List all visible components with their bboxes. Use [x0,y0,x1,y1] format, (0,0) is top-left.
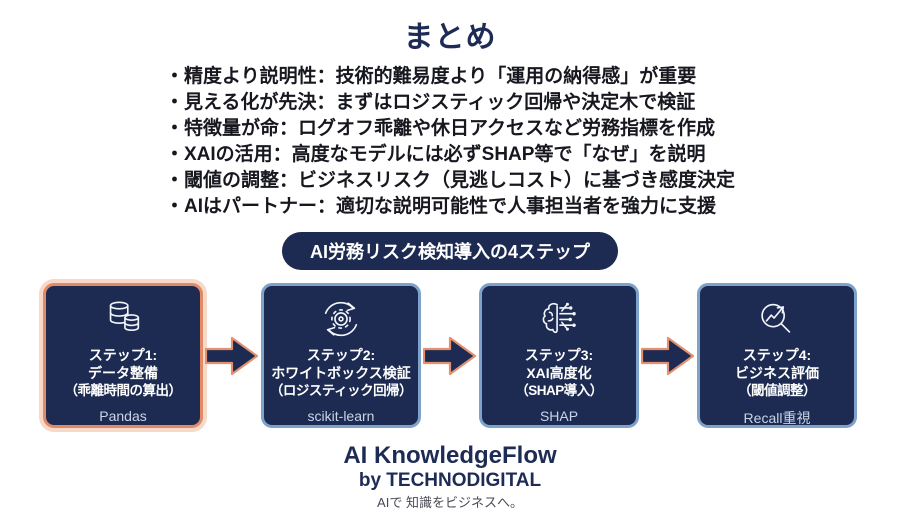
magnifier-chart-icon [761,303,791,333]
step-title: ステップ2: ホワイトボックス検証 （ロジスティック回帰） [269,347,413,398]
step-title: ステップ1: データ整備 （乖離時間の算出） [64,347,183,398]
bullet-item: ・精度より説明性：技術的難易度より「運用の納得感」が重要 [164,66,697,87]
step-title: ステップ3: XAI高度化 （SHAP導入） [515,347,603,398]
step-card-2: ステップ2: ホワイトボックス検証 （ロジスティック回帰） scikit-lea… [261,283,421,428]
steps-flow: ステップ1: データ整備 （乖離時間の算出） Pandas [0,283,900,428]
database-icon [109,301,140,332]
page-title: まとめ [403,21,497,54]
step-tool-label: SHAP [539,408,579,424]
bullet-item: ・AIはパートナー：適切な説明可能性で人事担当者を強力に支援 [164,196,716,217]
arrow-right-icon [641,336,695,375]
summary-bullet-list: ・精度より説明性：技術的難易度より「運用の納得感」が重要 ・見える化が先決：まず… [165,64,735,220]
brand-byline: by TECHNODIGITAL [358,470,542,491]
bullet-item: ・XAIの活用：高度なモデルには必ずSHAP等で「なぜ」を説明 [164,144,706,165]
steps-banner: AI労務リスク検知導入の4ステップ [281,232,618,270]
bullet-item: ・閾値の調整：ビジネスリスク（見逃しコスト）に基づき感度決定 [164,170,735,191]
flow-arrow [639,334,697,378]
step-card-1: ステップ1: データ整備 （乖離時間の算出） Pandas [43,283,203,428]
brand-tagline: AIで 知識をビジネスへ。 [377,495,523,510]
step-tool-label: scikit-learn [307,408,375,424]
step-title: ステップ4: ビジネス評価 （閾値調整） [735,347,819,398]
step-card-3: ステップ3: XAI高度化 （SHAP導入） SHAP [479,283,639,428]
flow-arrow [421,334,479,378]
arrow-right-icon [423,336,477,375]
summary-slide: まとめ ・精度より説明性：技術的難易度より「運用の納得感」が重要 ・見える化が先… [0,12,900,514]
flow-arrow [203,334,261,378]
arrow-right-icon [205,336,259,375]
brand-name: AI KnowledgeFlow [343,442,557,469]
bullet-item: ・見える化が先決：まずはロジスティック回帰や決定木で検証 [164,92,696,113]
step-tool-label: Pandas [99,408,147,424]
gear-sync-icon [324,301,358,337]
step-card-4: ステップ4: ビジネス評価 （閾値調整） Recall重視 [697,283,857,428]
bullet-item: ・特徴量が命：ログオフ乖離や休日アクセスなど労務指標を作成 [164,118,716,139]
brain-circuit-icon [542,302,576,334]
step-tool-label: Recall重視 [743,410,811,426]
